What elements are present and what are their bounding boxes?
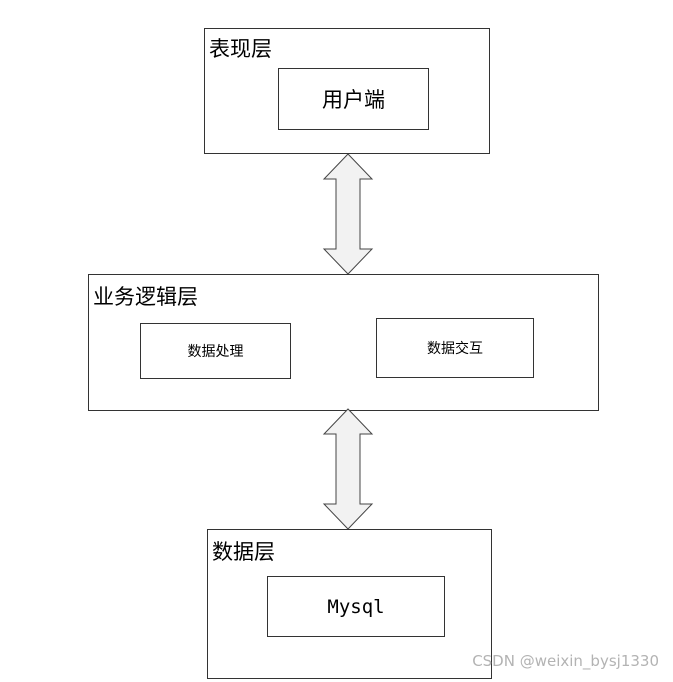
double-headed-arrow-icon <box>322 153 374 275</box>
data-layer: 数据层 Mysql <box>207 529 492 679</box>
mysql-node: Mysql <box>267 576 445 637</box>
double-headed-arrow-icon <box>322 408 374 530</box>
client-node: 用户端 <box>278 68 429 130</box>
presentation-layer-title: 表现层 <box>209 37 272 61</box>
watermark-text: CSDN @weixin_bysj1330 <box>472 652 659 670</box>
data-processing-node: 数据处理 <box>140 323 291 379</box>
business-logic-layer: 业务逻辑层 数据处理 数据交互 <box>88 274 599 411</box>
presentation-layer: 表现层 用户端 <box>204 28 490 154</box>
data-interaction-node: 数据交互 <box>376 318 534 378</box>
data-layer-title: 数据层 <box>212 540 275 564</box>
business-logic-layer-title: 业务逻辑层 <box>93 285 198 309</box>
